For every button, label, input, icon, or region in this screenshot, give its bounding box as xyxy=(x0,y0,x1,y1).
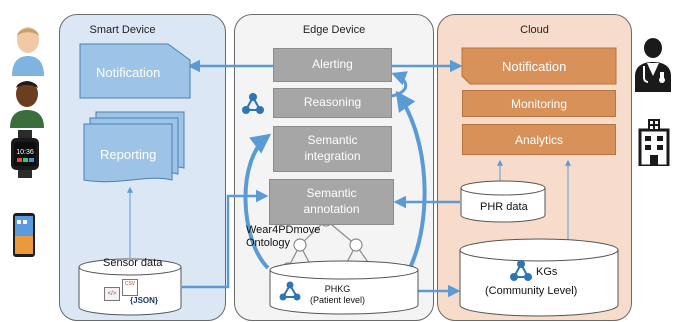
patient-light-icon xyxy=(12,27,44,76)
alerting-box: Alerting xyxy=(273,48,392,82)
html-file-icon: </> xyxy=(104,287,120,301)
cloud-notification-label: Notification xyxy=(502,59,567,74)
analytics-label: Analytics xyxy=(514,132,564,147)
semantic-annotation-line2: annotation xyxy=(303,202,360,216)
phkg-line1: PHKG xyxy=(324,284,351,294)
json-file-icon: {JSON} xyxy=(130,296,158,305)
cloud-notification-shape xyxy=(461,47,617,85)
patient-dark-icon xyxy=(10,81,44,128)
smart-notification-label: Notification xyxy=(96,65,161,80)
monitoring-label: Monitoring xyxy=(510,96,568,111)
kgs-cylinder xyxy=(459,238,619,317)
semantic-annotation-line1: Semantic xyxy=(306,186,357,201)
smart-device-title: Smart Device xyxy=(89,24,156,36)
cloud-title: Cloud xyxy=(520,24,549,36)
ontology-line1: Wear4PDmove xyxy=(246,224,321,236)
curved-arrow-phkg-to-reasoning xyxy=(243,133,272,270)
smart-notification-shape xyxy=(79,43,191,99)
semantic-integration-line1: Semantic xyxy=(307,133,358,148)
curved-arrow-phkg-to-alerting xyxy=(395,90,427,269)
doctor-icon xyxy=(635,38,671,92)
phr-data-label: PHR data xyxy=(480,201,528,213)
semantic-integration-box: Semantic integration xyxy=(273,126,392,172)
kgs-label: KGs xyxy=(536,266,558,278)
semantic-integration-line2: integration xyxy=(304,149,361,163)
loop-arrow-reasoning-alerting xyxy=(391,71,408,98)
phkg-label: PHKG (Patient level) xyxy=(310,284,365,307)
reasoning-label: Reasoning xyxy=(303,95,362,110)
graph-node-icon xyxy=(242,93,264,114)
reporting-shape xyxy=(83,111,185,183)
analytics-box: Analytics xyxy=(462,124,616,155)
csv-label: CSV xyxy=(124,281,136,287)
sensor-data-label: Sensor data xyxy=(103,257,163,269)
reporting-label: Reporting xyxy=(100,147,157,162)
semantic-annotation-box: Semantic annotation xyxy=(269,179,394,225)
json-label: {JSON} xyxy=(130,296,159,305)
phkg-cylinder xyxy=(269,260,419,315)
edge-device-title: Edge Device xyxy=(302,24,366,36)
csv-file-icon: CSV xyxy=(122,279,138,296)
smartphone-icon xyxy=(13,213,35,257)
ontology-label: Wear4PDmove Ontology xyxy=(246,224,320,249)
phkg-graph-icon xyxy=(279,281,301,301)
kgs-graph-icon xyxy=(510,260,532,281)
alerting-label: Alerting xyxy=(312,57,353,72)
kgs-sublabel: (Community Level) xyxy=(485,285,578,297)
hospital-icon xyxy=(638,119,670,166)
phr-data-cylinder xyxy=(460,180,546,223)
reasoning-box: Reasoning xyxy=(273,88,392,118)
ontology-line2: Ontology xyxy=(246,236,291,249)
svg-text:10:36: 10:36 xyxy=(16,149,34,156)
monitoring-box: Monitoring xyxy=(462,90,616,117)
smartwatch-icon: 10:36 xyxy=(11,130,39,178)
phkg-line2: (Patient level) xyxy=(310,295,366,306)
